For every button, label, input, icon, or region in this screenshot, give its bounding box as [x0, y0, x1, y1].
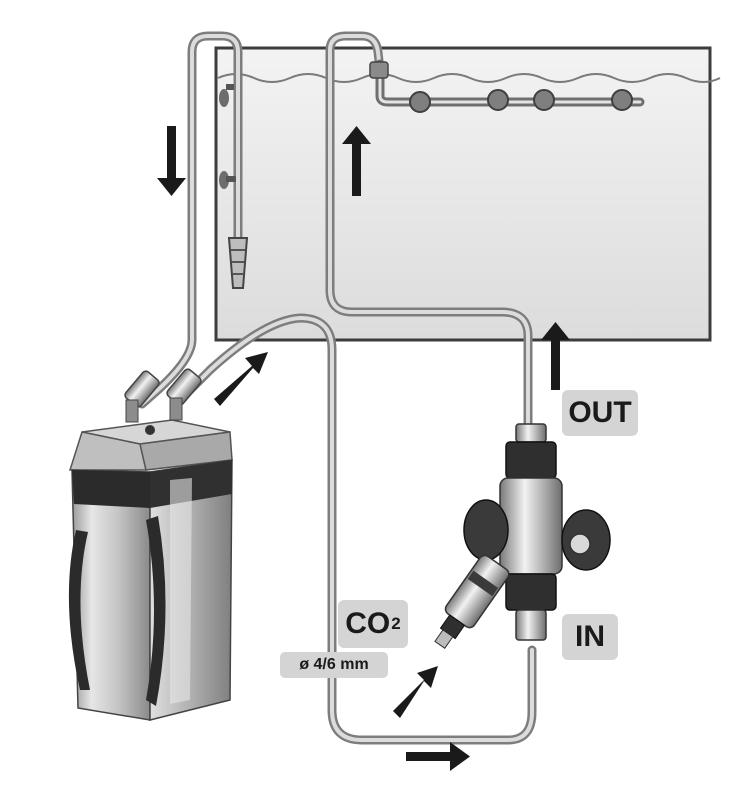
flow-arrow-icon	[342, 126, 371, 196]
out-label-text: OUT	[568, 396, 632, 429]
flow-arrow-icon	[214, 352, 268, 406]
co2-label-subscript: 2	[391, 614, 401, 633]
co2-reactor-icon	[434, 423, 611, 649]
flow-arrow-icon	[406, 742, 470, 771]
flow-arrow-icon	[157, 126, 186, 196]
in-label: IN	[562, 614, 618, 660]
out-label: OUT	[562, 390, 638, 436]
flow-arrows	[157, 126, 570, 771]
aquarium-tank	[214, 46, 721, 342]
hose-diameter-label: ø 4/6 mm	[280, 652, 388, 678]
in-label-text: IN	[575, 620, 605, 653]
hose-diameter-text: ø 4/6 mm	[299, 656, 369, 673]
spray-bar-icon	[369, 59, 645, 113]
flow-arrow-icon	[541, 322, 570, 390]
hoses	[137, 31, 537, 745]
intake-strainer-icon	[219, 84, 249, 289]
flow-arrow-icon	[393, 666, 438, 718]
canister-filter-icon	[68, 368, 233, 721]
co2-label-main: CO	[345, 607, 391, 640]
water-surface	[217, 73, 721, 83]
